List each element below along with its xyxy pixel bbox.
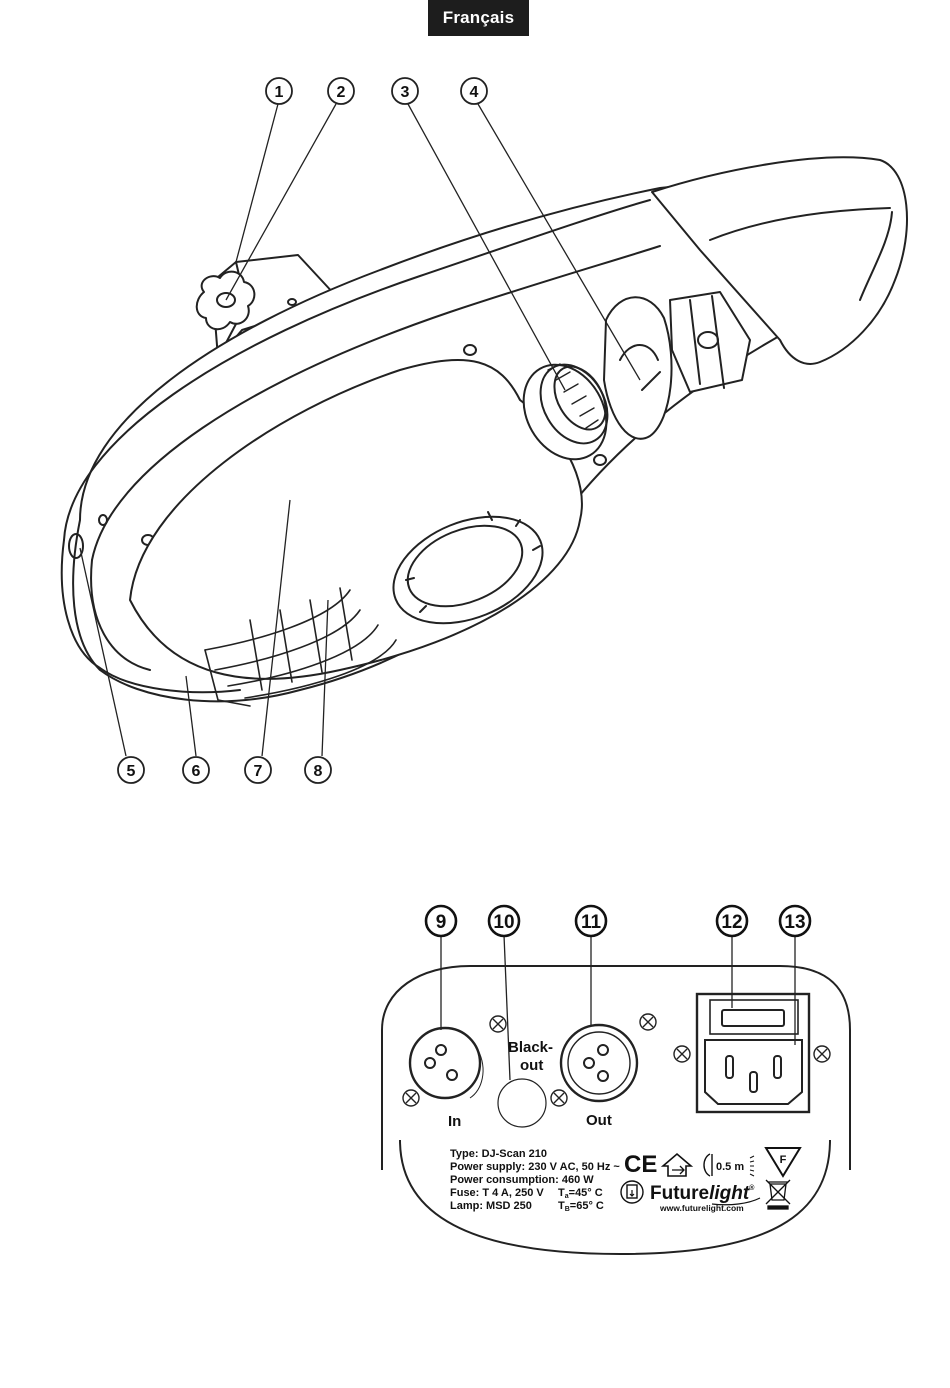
blackout-label-line1: Black- [508,1039,553,1056]
screw-icon [551,1090,567,1106]
screw-icon [490,1016,506,1032]
svg-text:4: 4 [470,84,479,101]
dmx-out-label: Out [586,1112,612,1129]
callout-6: 6 [183,757,209,783]
weee-bin-icon [766,1180,790,1209]
blackout-label-line2: out [520,1057,543,1074]
plate-line-lamp: Lamp: MSD 250 [450,1200,532,1212]
plate-line-type: Type: DJ-Scan 210 [450,1148,547,1160]
lamp-info-icon [621,1181,643,1203]
brand-logo: Futurelight® [650,1183,755,1204]
plate-line-power-supply: Power supply: 230 V AC, 50 Hz ~ [450,1161,620,1173]
callout-8: 8 [305,757,331,783]
panel-callouts: 9 10 11 12 13 [426,906,810,936]
callout-5: 5 [118,757,144,783]
svg-text:F: F [780,1154,787,1166]
svg-text:8: 8 [314,763,323,780]
callout-1: 1 [266,78,292,104]
svg-text:3: 3 [401,84,410,101]
type-plate: Type: DJ-Scan 210 Power supply: 230 V AC… [450,1148,800,1213]
callout-13: 13 [780,906,810,936]
fixture-drawing [62,157,907,706]
dmx-in-connector [403,1016,506,1106]
svg-text:11: 11 [581,912,602,933]
svg-text:9: 9 [436,912,447,933]
svg-text:2: 2 [337,84,346,101]
callout-7: 7 [245,757,271,783]
power-socket [674,994,830,1112]
svg-text:6: 6 [192,763,201,780]
beam-icon [750,1156,754,1176]
callout-9: 9 [426,906,456,936]
svg-text:12: 12 [721,912,742,933]
plate-line-fuse: Fuse: T 4 A, 250 V [450,1187,544,1199]
blackout-sensor [498,1079,546,1127]
plate-tb: TB=65° C [558,1200,604,1213]
dmx-out-connector [551,1014,656,1106]
svg-text:5: 5 [127,763,136,780]
callout-10: 10 [489,906,519,936]
screw-icon [403,1090,419,1106]
callout-3: 3 [392,78,418,104]
panel-leader-lines [441,935,795,1080]
svg-text:10: 10 [493,912,514,933]
svg-text:7: 7 [254,763,263,780]
dmx-in-label: In [448,1113,461,1130]
svg-text:13: 13 [784,912,805,933]
f-mark-icon: F [766,1148,800,1176]
distance-label: 0.5 m [716,1161,744,1173]
callout-4: 4 [461,78,487,104]
screw-icon [640,1014,656,1030]
indoor-use-icon [663,1154,691,1176]
brand-website: www.futurelight.com [659,1203,744,1213]
svg-text:1: 1 [275,84,284,101]
screw-icon [674,1046,690,1062]
callout-12: 12 [717,906,747,936]
ce-mark: CE [624,1151,657,1178]
screw-icon [814,1046,830,1062]
callout-2: 2 [328,78,354,104]
panel-outline [382,966,850,1170]
plate-ta: Ta=45° C [558,1187,603,1200]
callout-11: 11 [576,906,606,936]
distance-icon [704,1154,712,1176]
plate-line-consumption: Power consumption: 460 W [450,1174,594,1186]
